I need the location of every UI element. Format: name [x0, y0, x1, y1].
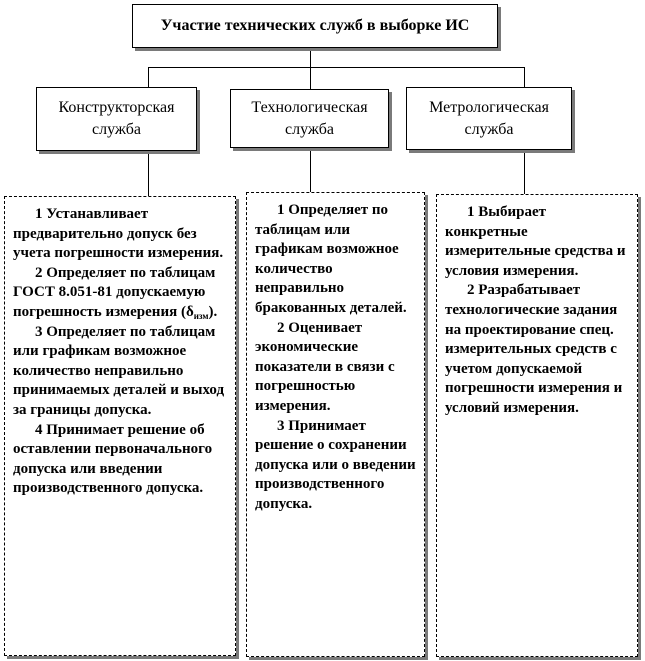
design-item-1: 1 Устанавливает предварительно допуск бе… [13, 206, 224, 262]
subscript-izm: изм [193, 310, 209, 321]
metrology-details-box: 1 Выбирает конкретные измерительные сред… [436, 194, 638, 657]
metrology-item-1: 1 Выбирает конкретные измерительные сред… [445, 204, 626, 279]
metrology-service-label: Метрологическая служба [429, 98, 549, 138]
technology-item-2: 2 Оценивает экономические показатели в с… [255, 319, 395, 414]
technology-item-1: 1 Определяет по таблицам или графикам во… [255, 202, 407, 316]
design-item-2: 2 Определяет по таблицам ГОСТ 8.051-81 д… [13, 264, 229, 323]
metrology-item-2: 2 Разрабатывает технологические задания … [445, 282, 623, 416]
design-service-label: Конструкторская служба [58, 99, 175, 138]
diagram-title-box: Участие технических служб в выборке ИС [132, 4, 498, 48]
design-item-3: 3 Определяет по таблицам или графикам во… [13, 323, 225, 418]
connector-title-down [310, 48, 311, 67]
connector-to-technology [310, 67, 311, 90]
technology-service-label: Технологическая служба [251, 98, 368, 138]
connector-technology-details [310, 148, 311, 192]
connector-design-details [148, 152, 149, 196]
design-item-4: 4 Принимает решение об оставлении первон… [13, 421, 213, 497]
connector-to-metrology [524, 67, 525, 88]
connector-to-design [148, 67, 149, 88]
technology-item-3: 3 Принимает решение о сохранении допуска… [255, 417, 416, 512]
design-service-box: Конструкторская служба [36, 87, 197, 151]
connector-horizontal-bar [148, 67, 524, 68]
metrology-service-box: Метрологическая служба [406, 87, 572, 150]
design-details-box: 1 Устанавливает предварительно допуск бе… [4, 196, 236, 656]
technology-service-box: Технологическая служба [230, 89, 389, 148]
technology-details-box: 1 Определяет по таблицам или графикам во… [246, 192, 425, 657]
connector-metrology-details [524, 150, 525, 194]
design-item-2-text: 2 Определяет по таблицам ГОСТ 8.051-81 д… [13, 264, 218, 321]
diagram-title: Участие технических служб в выборке ИС [160, 17, 470, 34]
